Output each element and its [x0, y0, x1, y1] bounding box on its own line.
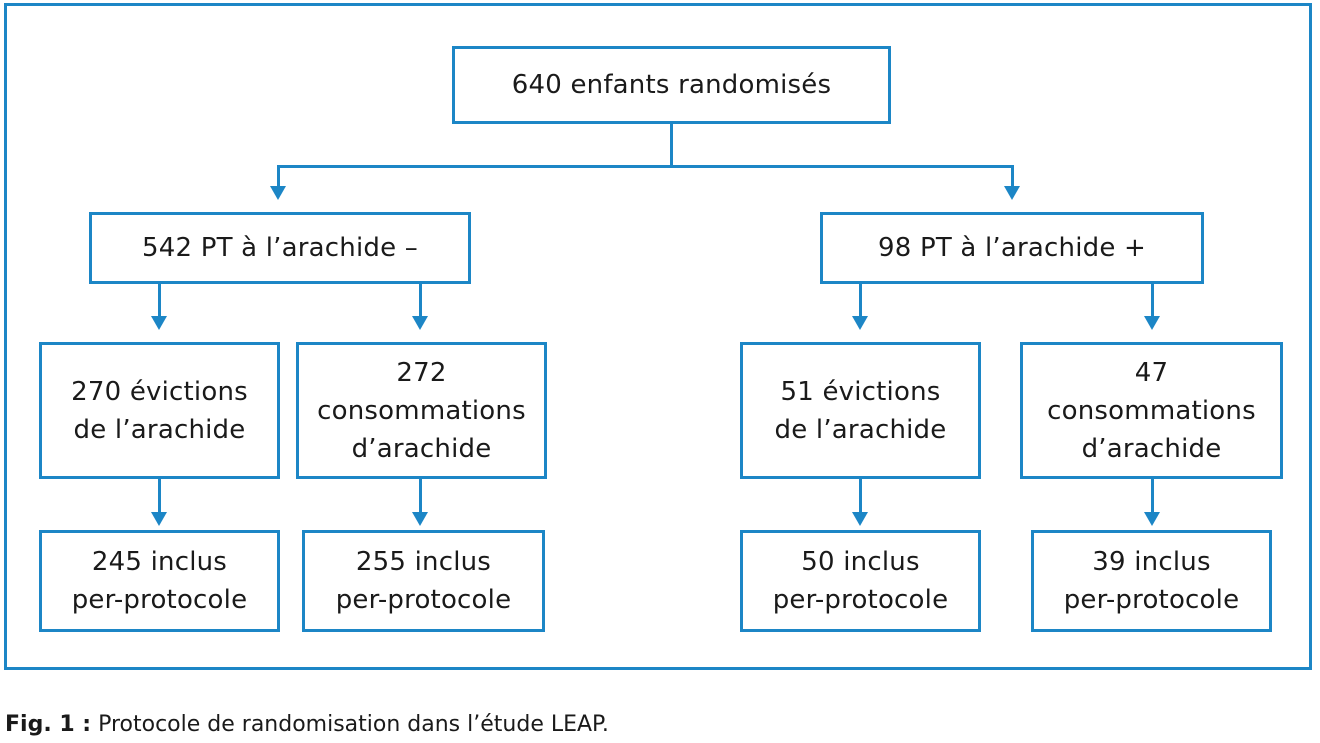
- caption-label: Fig. 1 :: [5, 712, 92, 737]
- connector-left-down: [277, 165, 280, 187]
- arrow-right-arm-a: [852, 316, 868, 330]
- arrow-result-4: [1144, 512, 1160, 526]
- connector-right-arm-b: [1151, 283, 1154, 317]
- arrow-result-1: [151, 512, 167, 526]
- right-arm-b-line3: d’arachide: [1081, 433, 1222, 464]
- arrow-left-arm-b: [412, 316, 428, 330]
- right-arm-a-line2: de l’arachide: [774, 414, 947, 445]
- arrow-left-arm-a: [151, 316, 167, 330]
- connector-result-2: [419, 478, 422, 512]
- right-group-box: 98 PT à l’arachide +: [820, 212, 1204, 284]
- left-arm-a-line2: de l’arachide: [73, 414, 246, 445]
- connector-left-arm-a: [158, 283, 161, 317]
- result-4-line2: per-protocole: [1063, 585, 1240, 615]
- result-box-2: 255 inclus per-protocole: [302, 530, 545, 632]
- arrow-right-arm-b: [1144, 316, 1160, 330]
- left-group-box: 542 PT à l’arachide –: [89, 212, 471, 284]
- connector-right-down: [1011, 165, 1014, 187]
- result-box-1: 245 inclus per-protocole: [39, 530, 280, 632]
- right-arm-a-box: 51 évictions de l’arachide: [740, 342, 981, 479]
- result-1-line1: 245 inclus: [91, 547, 228, 577]
- arrow-to-left-group: [270, 186, 286, 200]
- left-arm-b-box: 272 consommations d’arachide: [296, 342, 547, 479]
- diagram-frame: 640 enfants randomisés 542 PT à l’arachi…: [4, 3, 1312, 670]
- left-arm-b-line1: 272: [396, 357, 447, 388]
- connector-result-1: [158, 478, 161, 512]
- caption-text: Protocole de randomisation dans l’étude …: [91, 712, 609, 737]
- left-arm-a-box: 270 évictions de l’arachide: [39, 342, 280, 479]
- right-group-label: 98 PT à l’arachide +: [878, 233, 1146, 263]
- result-3-line2: per-protocole: [772, 585, 949, 615]
- result-3-line1: 50 inclus: [801, 547, 920, 577]
- figure-caption: Fig. 1 : Protocole de randomisation dans…: [5, 712, 609, 737]
- result-2-line1: 255 inclus: [355, 547, 492, 577]
- result-4-line1: 39 inclus: [1092, 547, 1211, 577]
- arrow-result-2: [412, 512, 428, 526]
- connector-result-3: [859, 478, 862, 512]
- result-box-4: 39 inclus per-protocole: [1031, 530, 1272, 632]
- result-box-3: 50 inclus per-protocole: [740, 530, 981, 632]
- result-2-line2: per-protocole: [335, 585, 512, 615]
- right-arm-a-line1: 51 évictions: [780, 376, 941, 407]
- root-label: 640 enfants randomisés: [511, 70, 832, 100]
- connector-root-down: [670, 122, 673, 168]
- left-arm-b-line3: d’arachide: [351, 433, 492, 464]
- right-arm-b-line1: 47: [1134, 357, 1169, 388]
- root-box: 640 enfants randomisés: [452, 46, 891, 124]
- arrow-result-3: [852, 512, 868, 526]
- left-arm-b-line2: consommations: [317, 395, 526, 426]
- right-arm-b-box: 47 consommations d’arachide: [1020, 342, 1283, 479]
- connector-right-arm-a: [859, 283, 862, 317]
- connector-result-4: [1151, 478, 1154, 512]
- left-arm-a-line1: 270 évictions: [71, 376, 248, 407]
- left-group-label: 542 PT à l’arachide –: [142, 233, 418, 263]
- arrow-to-right-group: [1004, 186, 1020, 200]
- right-arm-b-line2: consommations: [1047, 395, 1256, 426]
- result-1-line2: per-protocole: [71, 585, 248, 615]
- connector-horizontal: [277, 165, 1014, 168]
- connector-left-arm-b: [419, 283, 422, 317]
